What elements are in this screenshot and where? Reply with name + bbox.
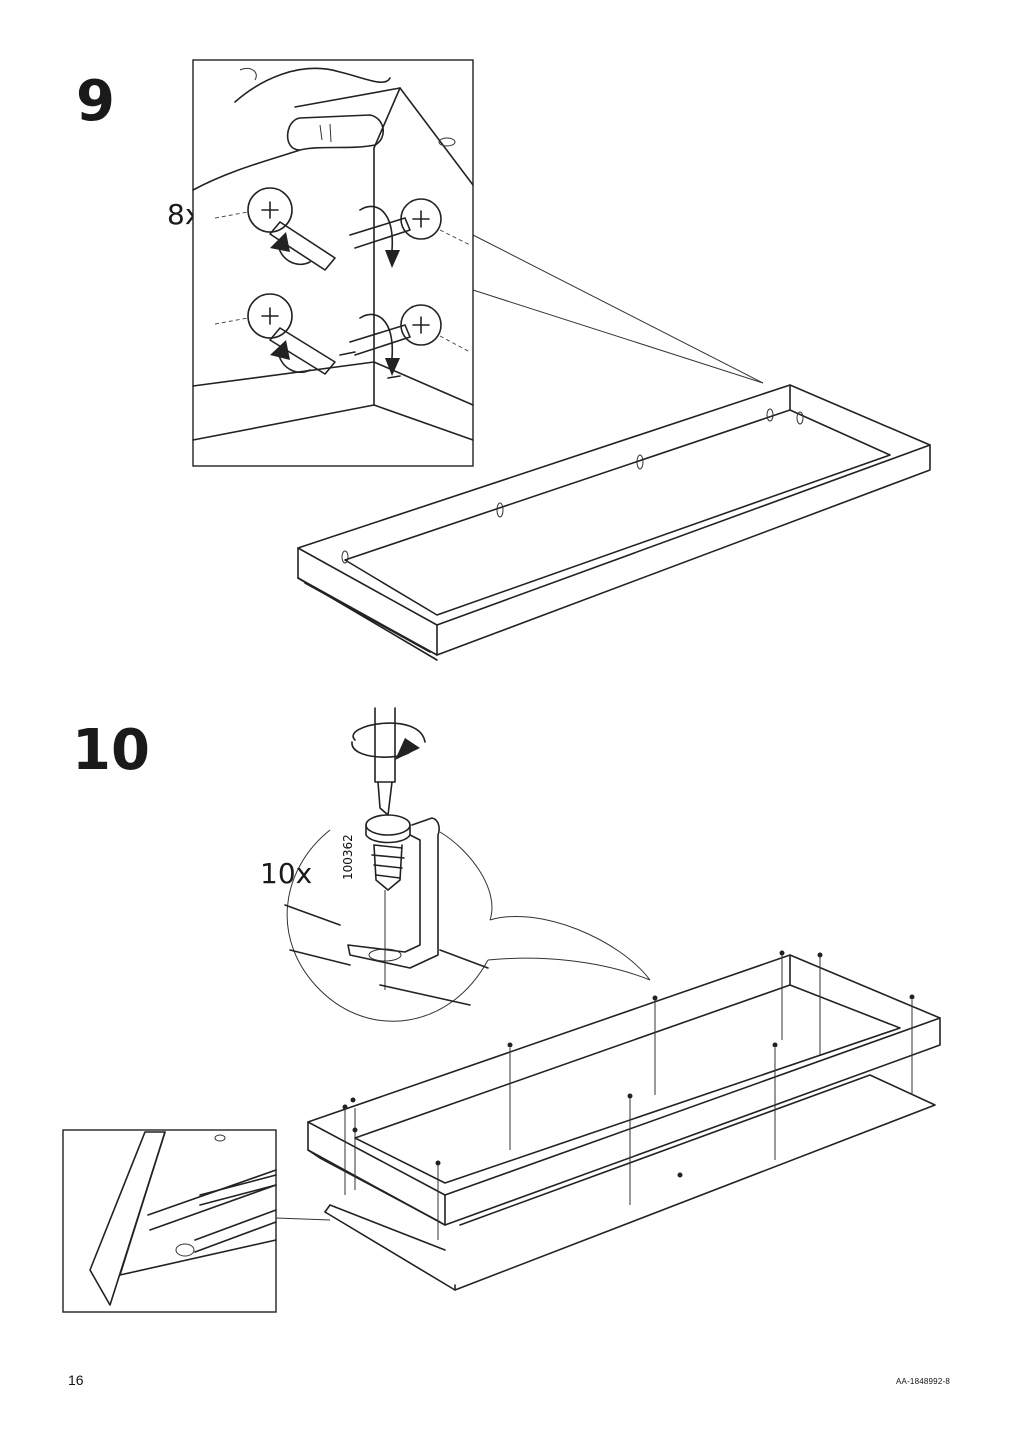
- bracket-icon: [347, 817, 440, 969]
- quantity-label-step-10: 10x: [260, 857, 313, 890]
- screw-icon: [365, 814, 411, 891]
- hand-icon: [192, 67, 391, 191]
- step-number-10: 10: [72, 718, 150, 783]
- rotate-arrow-icon: [270, 205, 400, 376]
- rotate-arrow-icon: [351, 722, 426, 760]
- screwdriver-icon: [374, 707, 396, 816]
- step-10-frame: [307, 954, 941, 1291]
- step-number-9: 9: [76, 69, 115, 134]
- document-id: AA-1848992-8: [896, 1377, 950, 1386]
- step-9-detail-inset: [192, 59, 474, 467]
- screw-icon: [342, 950, 915, 1240]
- step-9-frame: [297, 384, 931, 661]
- screwdriver-icon: [269, 217, 411, 375]
- page-number: 16: [68, 1372, 84, 1388]
- step-10-magnifier: [284, 829, 651, 1022]
- step-10-edge-detail: [62, 1129, 277, 1313]
